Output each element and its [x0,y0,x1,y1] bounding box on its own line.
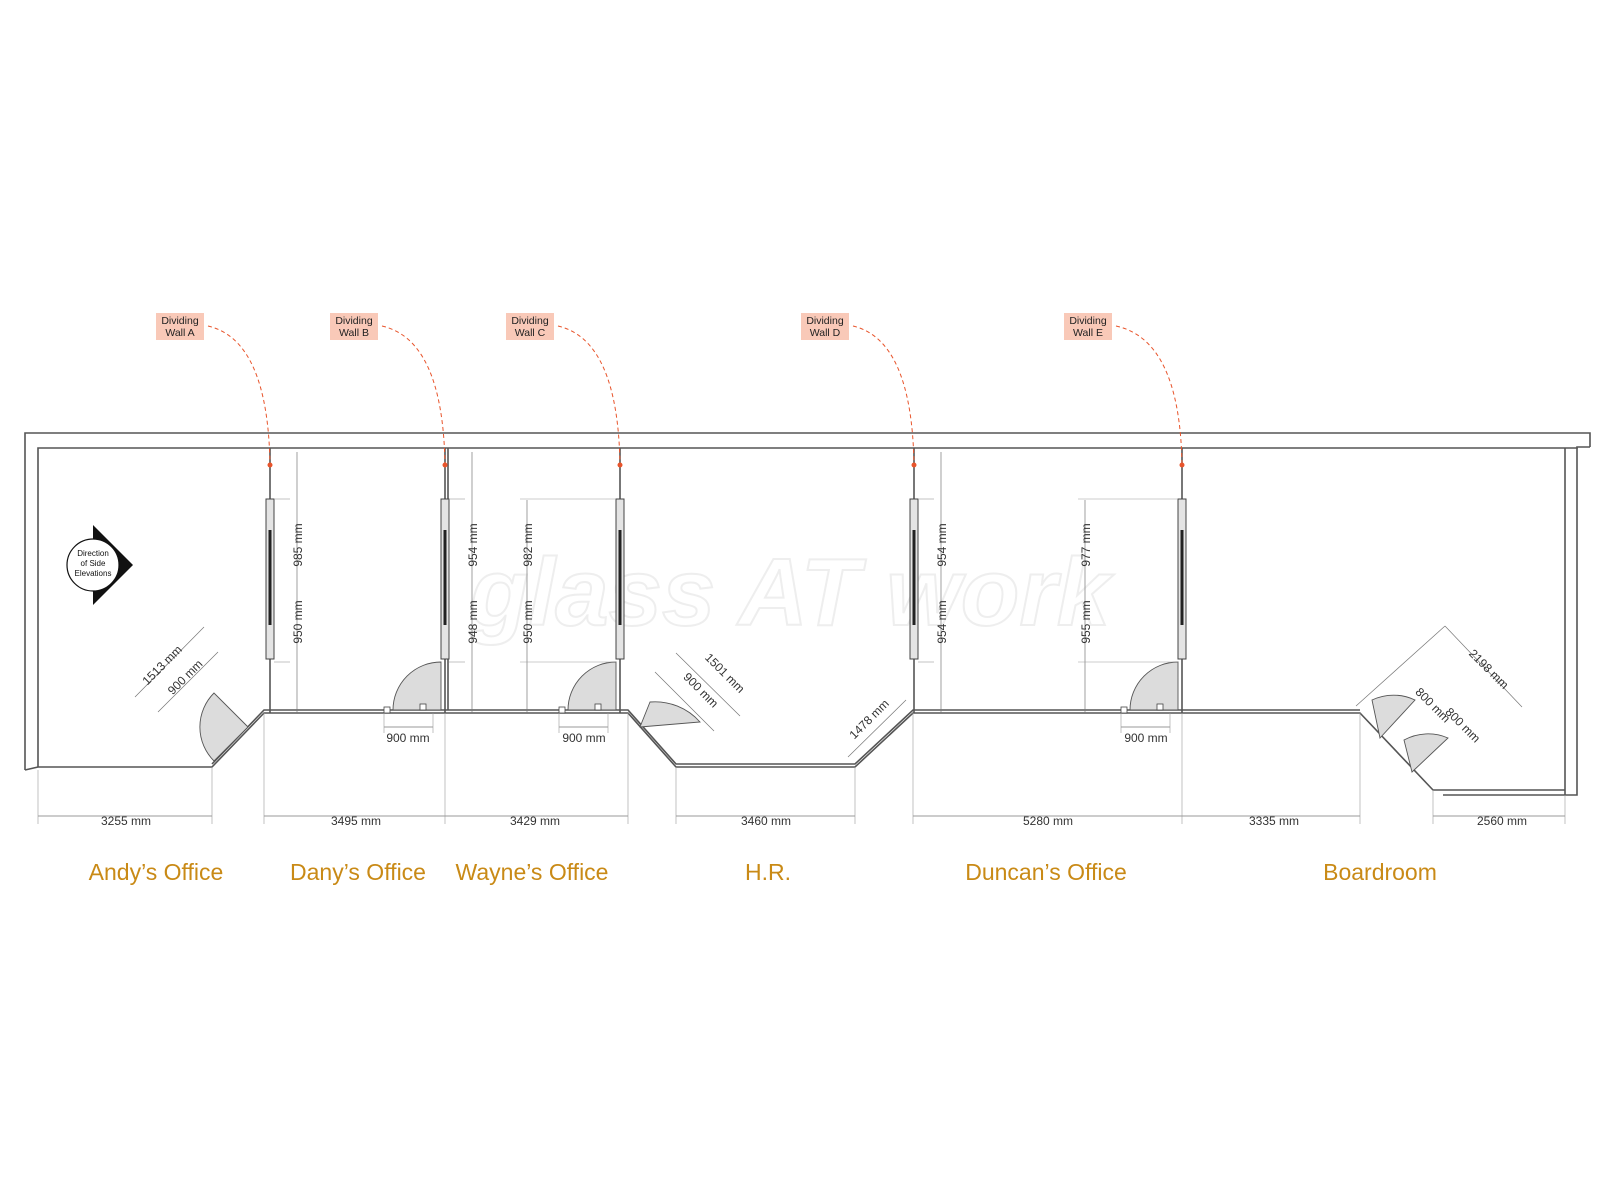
dim-depth-9: 977 mm [1079,523,1093,566]
callout-wall-d: Dividing Wall D [801,313,917,468]
dim-width-wayne: 3429 mm [510,814,560,828]
dim-angled-8: 800 mm [1443,705,1484,746]
svg-text:Wall E: Wall E [1073,327,1103,339]
door-swing-wayne [567,661,617,711]
dim-width-boardroom: 3335 mm [1249,814,1299,828]
dividing-wall-callouts: Dividing Wall A Dividing Wall B Dividing… [156,313,1185,468]
room-label-duncan: Duncan’s Office [965,859,1127,885]
watermark: glass AT work [469,539,1115,646]
dim-angled-7: 800 mm [1413,685,1454,726]
callout-wall-e: Dividing Wall E [1064,313,1185,468]
width-dimensions: 3255 mm 3495 mm 3429 mm 3460 mm 5280 mm … [101,814,1527,828]
dim-door-2: 900 mm [562,731,605,745]
dim-width-end: 2560 mm [1477,814,1527,828]
dim-width-hr: 3460 mm [741,814,791,828]
angled-dimensions: 1513 mm 900 mm 1501 mm 900 mm 1478 mm 21… [140,643,1512,746]
dim-width-andy: 3255 mm [101,814,151,828]
dim-depth-4: 948 mm [466,600,480,643]
outer-walls [24,432,1591,796]
room-label-hr: H.R. [745,859,791,885]
svg-text:Wall A: Wall A [165,327,194,339]
callout-wall-b: Dividing Wall B [330,313,448,468]
room-label-wayne: Wayne’s Office [456,859,609,885]
room-labels: Andy’s Office Dany’s Office Wayne’s Offi… [89,859,1437,885]
dim-depth-1: 985 mm [291,523,305,566]
direction-label-line3: Elevations [75,569,112,578]
svg-text:Wall D: Wall D [810,327,841,339]
dim-depth-6: 950 mm [521,600,535,643]
svg-text:Wall B: Wall B [339,327,369,339]
doors [199,661,1449,773]
glass-panels [265,498,1187,660]
direction-label-line2: of Side [81,559,106,568]
dim-door-3: 900 mm [1124,731,1167,745]
width-dimension-lines [37,713,1566,824]
front-partition-inner [211,709,1360,765]
dim-angled-6: 2198 mm [1466,647,1511,692]
dim-depth-8: 954 mm [935,600,949,643]
door-swing-duncan [1129,661,1179,711]
door-swing-board-1 [1371,694,1416,739]
door-dimensions: 900 mm 900 mm 900 mm [386,731,1167,745]
dim-width-dany: 3495 mm [331,814,381,828]
direction-indicator: Direction of Side Elevations [66,525,133,605]
depth-dimensions: 985 mm 950 mm 954 mm 948 mm 982 mm 950 m… [291,523,1093,643]
door-swing-hr [639,701,701,728]
dim-depth-2: 950 mm [291,600,305,643]
dim-depth-3: 954 mm [466,523,480,566]
svg-text:Dividing: Dividing [161,315,199,327]
svg-text:Dividing: Dividing [1069,315,1107,327]
direction-label-line1: Direction [77,549,109,558]
svg-text:Dividing: Dividing [806,315,844,327]
door-swing-board-2 [1403,733,1449,773]
svg-text:Wall C: Wall C [515,327,546,339]
svg-text:Dividing: Dividing [511,315,549,327]
callout-wall-a: Dividing Wall A [156,313,273,468]
front-partition-line [38,712,1565,791]
room-label-boardroom: Boardroom [1323,859,1437,885]
door-swing-andy [199,692,249,762]
dim-depth-5: 982 mm [521,523,535,566]
door-dimension-lines [383,713,1171,733]
room-label-dany: Dany’s Office [290,859,426,885]
dim-angled-4: 900 mm [681,670,722,711]
dim-depth-10: 955 mm [1079,600,1093,643]
door-swing-dany [392,661,442,711]
dim-door-1: 900 mm [386,731,429,745]
dim-width-duncan: 5280 mm [1023,814,1073,828]
dim-depth-7: 954 mm [935,523,949,566]
depth-dimension-lines [274,452,1178,713]
angled-dimension-lines [134,625,1523,758]
callout-wall-c: Dividing Wall C [506,313,623,468]
room-label-andy: Andy’s Office [89,859,224,885]
svg-text:Dividing: Dividing [335,315,373,327]
